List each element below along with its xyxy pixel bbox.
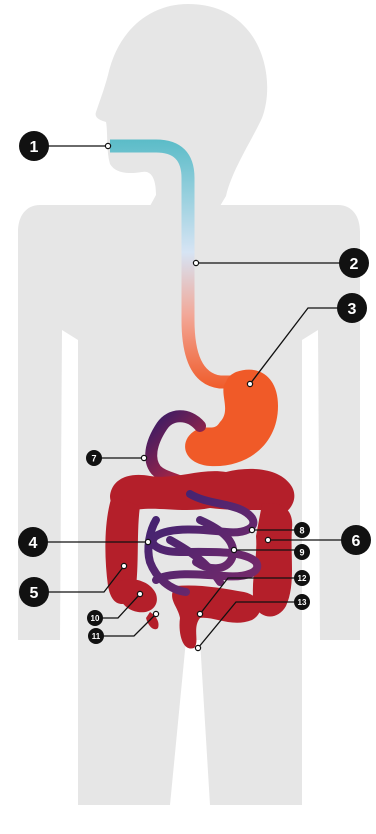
marker-6-label: 6 [352, 533, 361, 550]
marker-3: 3 [337, 293, 367, 323]
marker-1: 1 [19, 131, 49, 161]
marker-11: 11 [88, 628, 104, 644]
marker-4-label: 4 [29, 535, 38, 552]
body-silhouette [18, 4, 360, 805]
marker-9-label: 9 [299, 548, 304, 558]
marker-5: 5 [19, 577, 49, 607]
marker-7-label: 7 [91, 454, 96, 464]
marker-8: 8 [294, 522, 310, 538]
marker-12: 12 [294, 570, 310, 586]
marker-13: 13 [294, 594, 310, 610]
head [96, 4, 268, 206]
marker-2-label: 2 [350, 256, 359, 273]
marker-11-label: 11 [92, 632, 101, 641]
marker-3-label: 3 [348, 301, 357, 318]
marker-13-label: 13 [298, 598, 307, 607]
marker-9: 9 [294, 544, 310, 560]
marker-5-label: 5 [30, 585, 39, 602]
marker-6: 6 [341, 525, 371, 555]
marker-10: 10 [87, 610, 103, 626]
marker-1-label: 1 [30, 139, 39, 156]
marker-12-label: 12 [298, 574, 307, 583]
marker-10-label: 10 [91, 614, 100, 623]
marker-7: 7 [86, 450, 102, 466]
marker-2: 2 [339, 248, 369, 278]
marker-4: 4 [18, 527, 48, 557]
marker-8-label: 8 [299, 526, 304, 536]
